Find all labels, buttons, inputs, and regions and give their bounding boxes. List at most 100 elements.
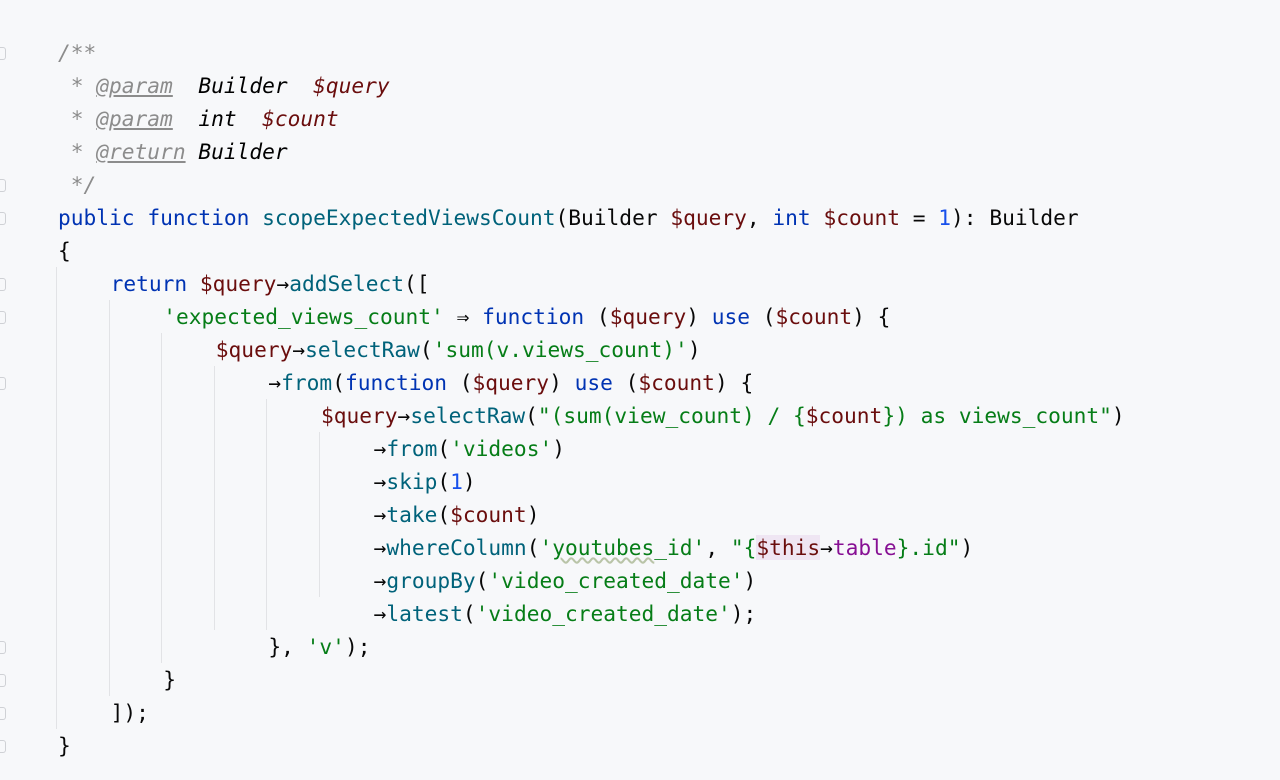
code-line[interactable]: →from(function ($query) use ($count) { [0, 366, 1280, 399]
fold-marker-icon[interactable] [0, 377, 6, 390]
code-token: ( [419, 337, 433, 362]
code-token: ( [437, 502, 451, 527]
code-token: skip [386, 469, 438, 494]
code-token: ) [687, 337, 701, 362]
code-line[interactable]: →from('videos') [0, 432, 1280, 465]
code-token [249, 205, 262, 230]
fold-marker-icon[interactable] [0, 707, 6, 720]
code-token [173, 73, 199, 98]
code-token: return [110, 271, 188, 296]
fold-marker-icon[interactable] [0, 179, 6, 192]
code-token: ( [437, 436, 451, 461]
code-line-text: →skip(1) [374, 465, 476, 498]
code-line-text: /** [58, 36, 96, 69]
code-line[interactable]: } [0, 663, 1280, 696]
code-line[interactable]: →latest('video_created_date'); [0, 597, 1280, 630]
code-line[interactable]: public function scopeExpectedViewsCount(… [0, 201, 1280, 234]
code-token: function [147, 205, 250, 230]
code-line[interactable]: $query→selectRaw("(sum(view_count) / {$c… [0, 399, 1280, 432]
code-token: 1 [938, 205, 952, 230]
code-token: , [746, 205, 773, 230]
code-token: $count [823, 205, 900, 230]
code-line-text: * @param int $count [58, 102, 339, 135]
code-token: 'video_created_date' [475, 601, 731, 626]
code-line-text: } [163, 663, 176, 696]
code-line[interactable]: } [0, 729, 1280, 762]
code-line[interactable]: /** [0, 36, 1280, 69]
code-token [187, 271, 200, 296]
fold-marker-icon[interactable] [0, 311, 6, 324]
code-token: $query [472, 370, 550, 395]
code-token: $count [450, 502, 527, 527]
code-line[interactable]: return $query→addSelect([ [0, 267, 1280, 300]
code-token: → [292, 337, 306, 362]
code-token: selectRaw [305, 337, 420, 362]
code-token: * [58, 106, 97, 131]
code-token: }) as views_count" [882, 403, 1112, 428]
fold-marker-icon[interactable] [0, 212, 6, 225]
fold-marker-icon[interactable] [0, 47, 6, 60]
code-token: → [268, 370, 282, 395]
code-token: ( [750, 304, 776, 329]
code-token: _id' [654, 535, 706, 560]
code-line[interactable]: { [0, 234, 1280, 267]
code-line[interactable]: 'expected_views_count' ⇒ function ($quer… [0, 300, 1280, 333]
code-line[interactable]: →whereColumn('youtubes_id', "{$this→tabl… [0, 531, 1280, 564]
code-line[interactable]: →skip(1) [0, 465, 1280, 498]
code-line[interactable]: ]); [0, 696, 1280, 729]
code-token: $query [199, 271, 277, 296]
code-token [288, 73, 314, 98]
code-token: ): Builder [951, 205, 1079, 230]
code-token: */ [58, 172, 97, 197]
fold-marker-icon[interactable] [0, 674, 6, 687]
code-token: groupBy [386, 568, 476, 593]
code-token: take [386, 502, 438, 527]
code-token: int [198, 106, 237, 131]
code-token: /** [58, 40, 97, 65]
fold-marker-icon[interactable] [0, 278, 6, 291]
indent-guide [319, 432, 320, 597]
fold-marker-icon[interactable] [0, 740, 6, 753]
code-line[interactable]: }, 'v'); [0, 630, 1280, 663]
code-line-text: →from('videos') [374, 432, 565, 465]
code-line-text: →latest('video_created_date'); [374, 597, 757, 630]
code-line[interactable]: * @return Builder [0, 135, 1280, 168]
code-token: ) [686, 304, 712, 329]
code-token: ) [743, 568, 757, 593]
code-token: , [705, 535, 731, 560]
code-line[interactable]: →groupBy('video_created_date') [0, 564, 1280, 597]
code-line[interactable]: * @param Builder $query [0, 69, 1280, 102]
code-line[interactable]: */ [0, 168, 1280, 201]
code-token: public [58, 205, 135, 230]
code-token: "(sum(view_count) / { [537, 403, 806, 428]
code-token: ) { [714, 370, 754, 395]
code-token: $query [215, 337, 293, 362]
code-token: addSelect [289, 271, 405, 296]
code-token: ( [525, 403, 538, 428]
code-line[interactable]: $query→selectRaw('sum(v.views_count)') [0, 333, 1280, 366]
code-token: = [900, 205, 939, 230]
code-token [135, 205, 148, 230]
code-line[interactable]: * @param int $count [0, 102, 1280, 135]
code-token: $count [805, 403, 883, 428]
code-token: ( [612, 370, 639, 395]
code-line-text: $query→selectRaw('sum(v.views_count)') [216, 333, 701, 366]
code-token: ([ [404, 271, 430, 296]
code-token: $query [313, 73, 390, 98]
code-token: int [772, 205, 811, 230]
code-token: $query [670, 205, 747, 230]
code-token: "{ [730, 535, 757, 560]
code-token: whereColumn [386, 535, 527, 560]
code-token: ( [475, 568, 489, 593]
code-token: $query [321, 403, 398, 428]
fold-marker-icon[interactable] [0, 641, 6, 654]
code-line[interactable]: →take($count) [0, 498, 1280, 531]
code-token: ( [437, 469, 451, 494]
code-token: ) [549, 370, 575, 395]
code-token: scopeExpectedViewsCount [262, 205, 556, 230]
code-token: ( [447, 370, 473, 395]
code-token: ) [552, 436, 565, 461]
code-token: @param [96, 73, 173, 98]
code-token: 'video_created_date' [488, 568, 744, 593]
